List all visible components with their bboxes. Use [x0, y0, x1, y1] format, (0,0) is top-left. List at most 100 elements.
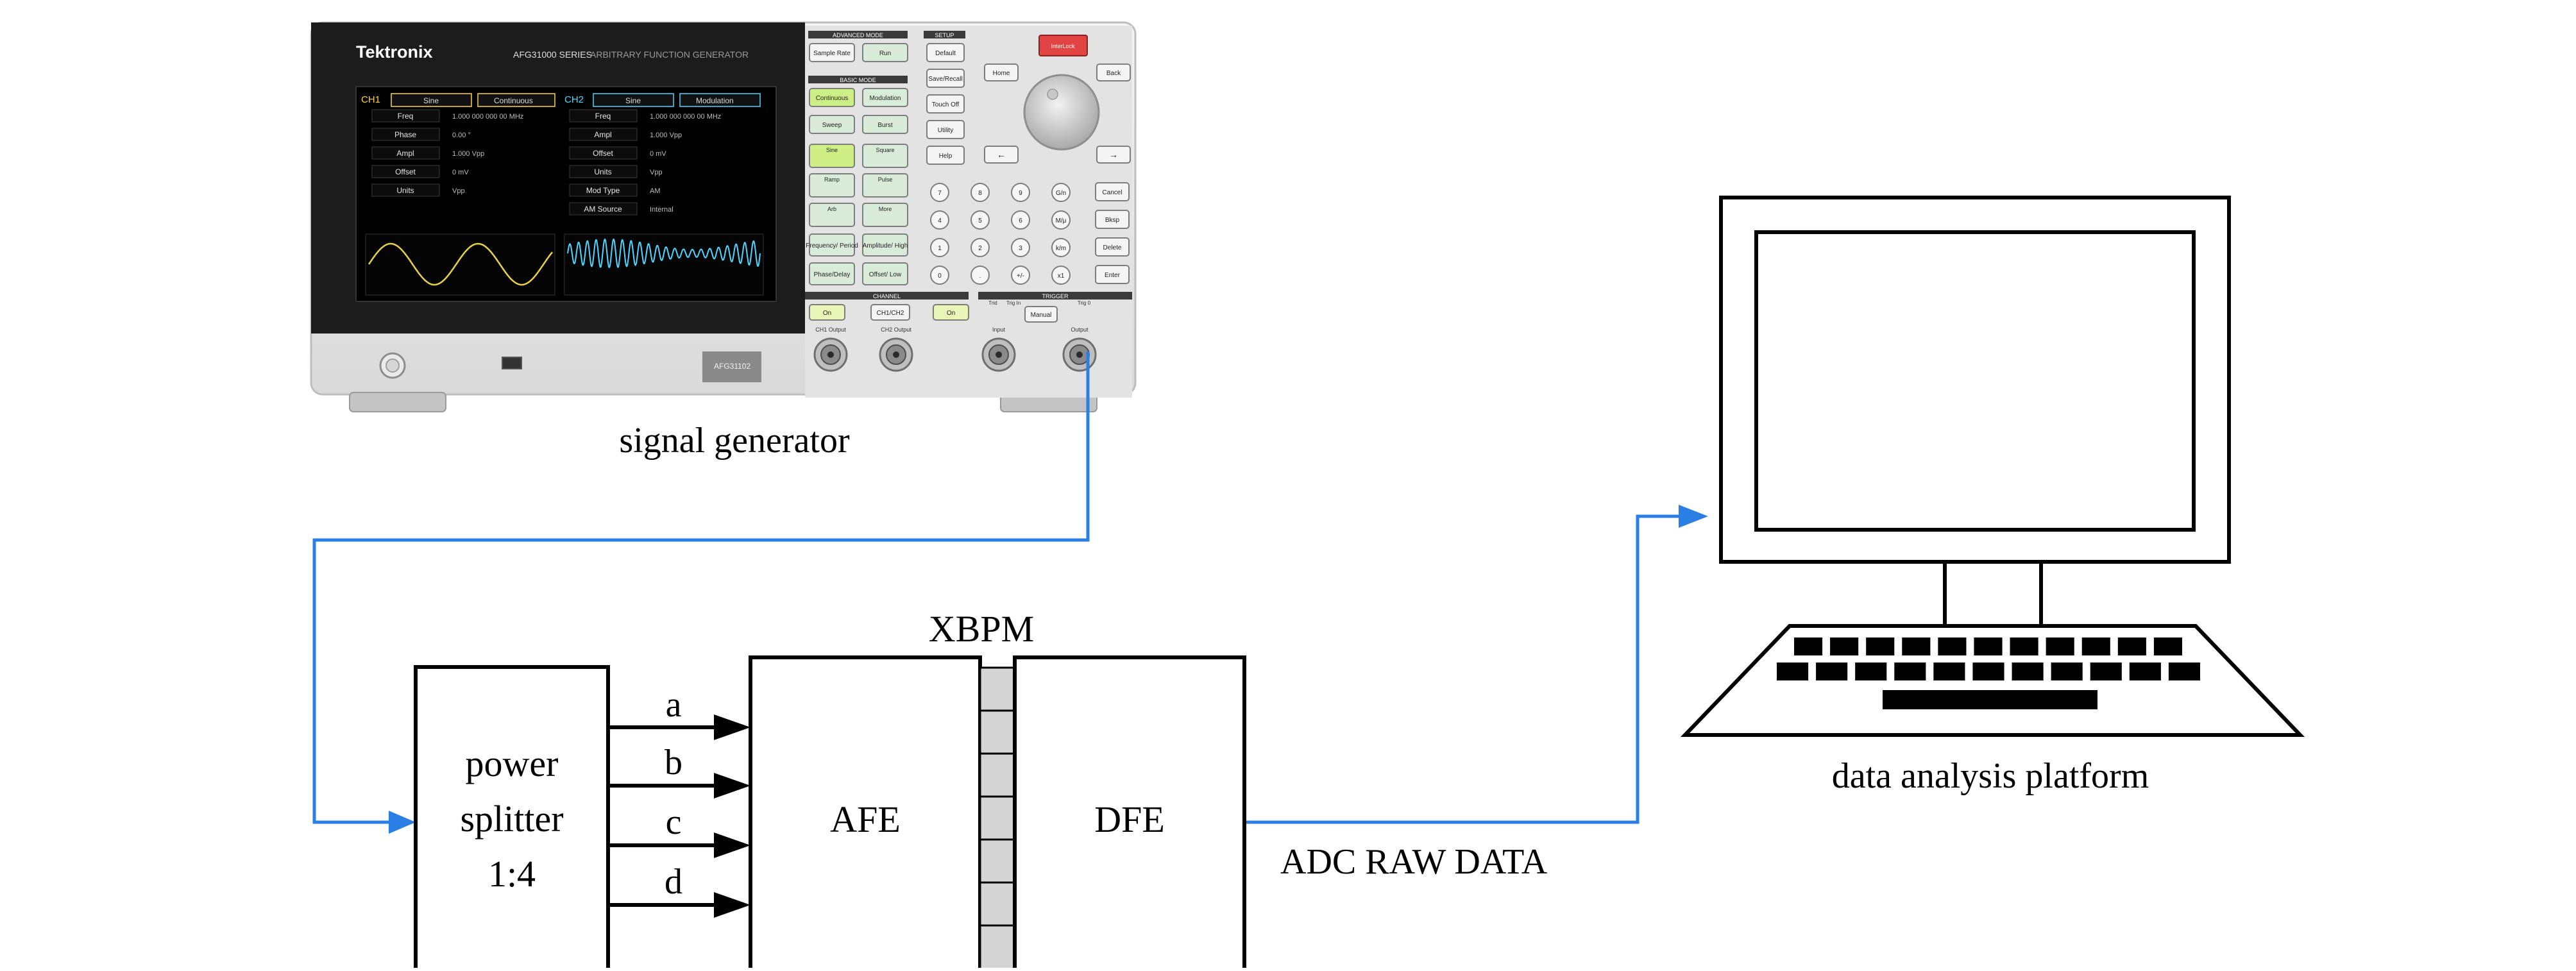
adc-raw-data-label: ADC RAW DATA [1280, 842, 1548, 882]
ch2-param-value: Internal [650, 206, 674, 214]
save-recall-button[interactable] [926, 69, 965, 88]
delete-button-label: Delete [1103, 244, 1122, 251]
ch1-param-field[interactable] [371, 165, 440, 178]
arrow-right-button[interactable] [1096, 146, 1131, 164]
keypad-key[interactable] [930, 210, 949, 230]
ch1-param-value: 1.000 Vpp [452, 150, 484, 158]
wave-sine-label: Sine [826, 147, 838, 153]
ch2-param-value: 1.000 000 000 00 MHz [650, 113, 721, 121]
keypad-key[interactable] [1011, 238, 1030, 257]
keypad-key[interactable] [930, 183, 949, 202]
ch2-param-field[interactable] [569, 128, 638, 141]
ch2-param-field[interactable] [569, 183, 638, 197]
burst-button-label: Burst [877, 122, 893, 129]
ch2-param-field[interactable] [569, 109, 638, 122]
run-button[interactable] [862, 43, 908, 62]
ch1-param-field[interactable] [371, 109, 440, 122]
utility-button[interactable] [926, 120, 965, 139]
default-button[interactable] [926, 43, 965, 62]
wave-ramp-button[interactable] [809, 173, 855, 198]
channel-c-label: c [666, 802, 682, 842]
cancel-button[interactable] [1095, 182, 1130, 201]
keypad-key[interactable] [970, 210, 990, 230]
help-button[interactable] [926, 146, 965, 165]
bksp-button[interactable] [1095, 210, 1130, 229]
keyboard-key [2090, 663, 2122, 680]
trigger-header-text: TRIGGER [1042, 293, 1069, 300]
ch1-param-value: 0 mV [452, 169, 469, 176]
keypad-key[interactable] [970, 266, 990, 285]
interlock-button[interactable] [1038, 35, 1088, 56]
usb-port[interactable] [502, 357, 522, 369]
keypad-key[interactable] [970, 183, 990, 202]
ch1-wave-select[interactable] [391, 93, 472, 107]
ch1-ch2-button[interactable] [870, 304, 910, 321]
delete-button[interactable] [1095, 237, 1130, 257]
ampl-high-button[interactable] [862, 233, 908, 257]
afe-block [749, 655, 982, 971]
dfe-block [1013, 655, 1246, 971]
arrow-left-button[interactable] [984, 146, 1019, 164]
modulation-button[interactable] [862, 88, 908, 107]
phase-delay-button[interactable] [809, 262, 855, 285]
manual-button[interactable] [1024, 306, 1058, 323]
ch2-param-label: Ampl [594, 130, 611, 139]
wave-pulse-label: Pulse [878, 176, 893, 183]
ch1-mode-select[interactable] [477, 93, 555, 107]
offset-low-button[interactable] [862, 262, 908, 285]
ch1-param-field[interactable] [371, 128, 440, 141]
save-recall-button-label: Save/Recall [928, 76, 962, 83]
ch1-param-field[interactable] [371, 146, 440, 160]
utility-button-label: Utility [938, 127, 953, 134]
ch2-on-button[interactable] [933, 304, 969, 321]
wave-square-button[interactable] [862, 144, 908, 168]
ch2-param-field[interactable] [569, 165, 638, 178]
connector-strip [979, 666, 1016, 970]
keypad-key-label: 8 [978, 190, 982, 197]
keypad-key[interactable] [930, 238, 949, 257]
keypad-key[interactable] [1011, 266, 1030, 285]
ch1-param-field[interactable] [371, 183, 440, 197]
ch2-wave-select[interactable] [593, 93, 674, 107]
keyboard-key [1972, 663, 2004, 680]
keypad-key[interactable] [1011, 183, 1030, 202]
keypad-key[interactable] [930, 266, 949, 285]
keyboard-key [1777, 663, 1809, 680]
freq-period-button[interactable] [809, 233, 855, 257]
keypad-key[interactable] [1051, 266, 1071, 285]
continuous-button[interactable] [809, 88, 855, 107]
keypad-key[interactable] [1051, 238, 1071, 257]
keypad-key[interactable] [970, 238, 990, 257]
home-button[interactable] [984, 63, 1019, 81]
ch2-param-field[interactable] [569, 202, 638, 215]
keypad-key-label: 2 [978, 245, 982, 252]
back-button[interactable] [1096, 63, 1131, 81]
ch2-mode-select[interactable] [679, 93, 761, 107]
enter-button[interactable] [1095, 265, 1130, 284]
ch1-on-button[interactable] [809, 304, 845, 321]
ch1-param-label: Ampl [396, 149, 414, 158]
keypad-key-label: 0 [938, 273, 942, 280]
keyboard-key [1974, 637, 2003, 655]
channel-d: d [608, 862, 750, 918]
wave-pulse-button[interactable] [862, 173, 908, 198]
channel-b-label: b [665, 743, 682, 782]
sweep-button[interactable] [809, 115, 855, 134]
keypad-key[interactable] [1051, 183, 1071, 202]
series-subtitle: ARBITRARY FUNCTION GENERATOR [590, 49, 749, 60]
keyboard-key [2051, 663, 2083, 680]
wave-arb-button[interactable] [809, 203, 855, 227]
keypad-key[interactable] [1011, 210, 1030, 230]
touch-off-button[interactable] [926, 94, 965, 114]
wave-more-button[interactable] [862, 203, 908, 227]
ch1-param-label: Freq [398, 112, 414, 121]
keypad-key[interactable] [1051, 210, 1071, 230]
afe-dfe-connector [979, 666, 1016, 970]
ch2-param-field[interactable] [569, 146, 638, 160]
wave-sine-button[interactable] [809, 144, 855, 168]
sample-rate-button-label: Sample Rate [813, 50, 851, 57]
rotary-knob[interactable] [1023, 74, 1100, 151]
sample-rate-button[interactable] [809, 43, 855, 62]
burst-button[interactable] [862, 115, 908, 134]
